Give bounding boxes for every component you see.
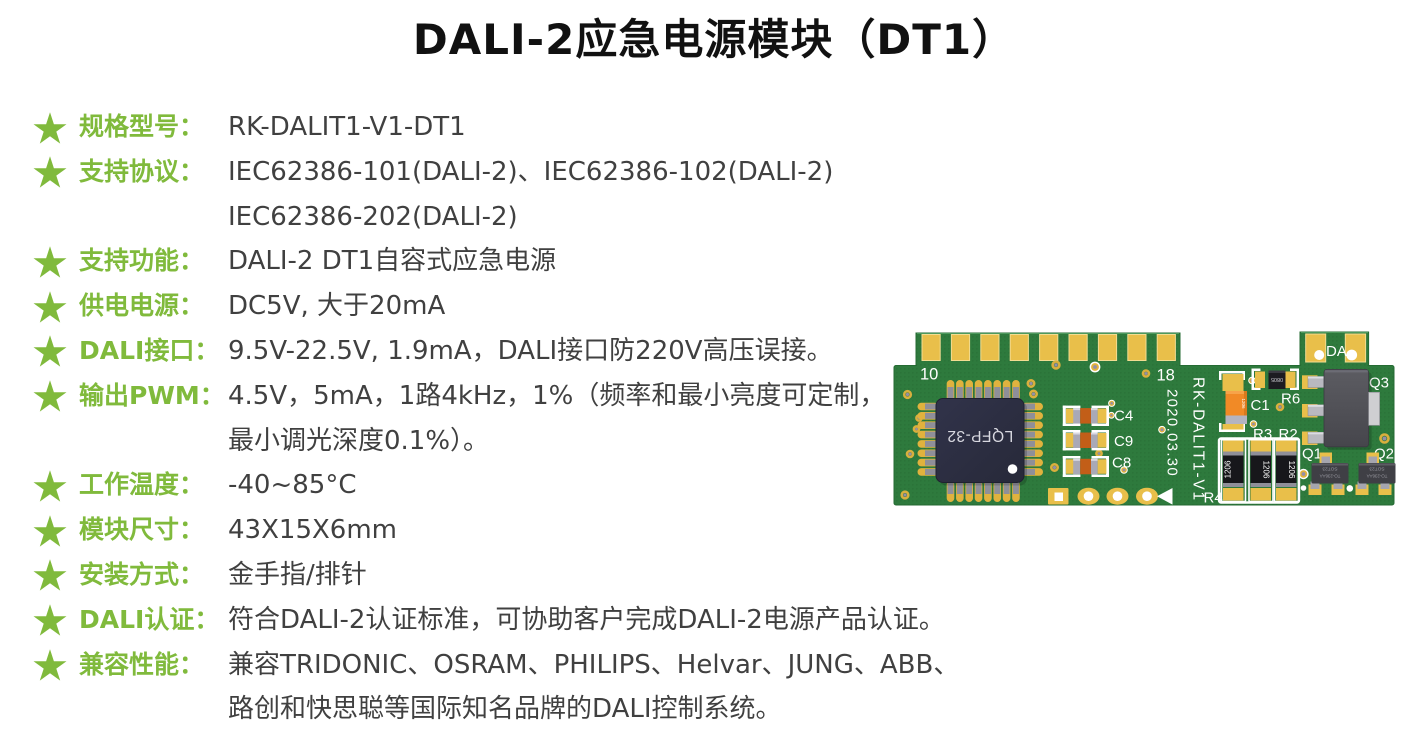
spec-value: 4.5V，5mA，1路4kHz，1%（频率和最小亮度可定制，最小调光深度0.1%… [228,380,886,456]
spec-value: RK-DALIT1-V1-DT1 [228,112,466,142]
pcb-q2: SOT23 TO-236AA [1355,452,1396,495]
spec-row: DALI认证： 符合DALI-2认证标准，可协助客户完成DALI-2电源产品认证… [33,598,945,643]
spec-row: DALI接口： 9.5V-22.5V, 1.9mA，DALI接口防220V高压误… [33,329,933,374]
spec-label: 模块尺寸： [79,515,205,545]
star-icon [33,105,79,150]
spec-value: 43X15X6mm [228,515,397,546]
pcb-cap-c9 [1062,430,1109,451]
pcb-vias [900,360,1390,500]
spec-label: 安装方式： [79,559,205,589]
pcb-vias-white [1089,361,1354,492]
res-code: 1206 [1262,461,1271,479]
q1-code2: TO-236AA [1320,474,1341,479]
res-code: 1206 [1224,460,1233,478]
star-icon [33,553,79,598]
spec-label: 支持协议： [79,156,205,186]
res-code: 1206 [1287,461,1296,479]
spec-label: 输出PWM： [79,380,225,410]
spec-row: 工作温度： -40~85°C [33,463,933,508]
pcb-res-block: 1206 1206 1206 [1217,437,1301,504]
qfp-body [935,398,1025,483]
spec-row: 支持功能： DALI-2 DT1自容式应急电源 [33,239,933,284]
qfp-leads [925,387,1035,494]
c1-code: 1206 [1241,398,1246,409]
silk-dot [1300,485,1307,491]
star-icon [33,374,79,419]
silk-c4: C4 [1114,408,1133,425]
star-icon [33,508,79,553]
pcb-gold-fingers [921,334,1176,361]
r6-code: 0805 [1271,376,1283,382]
spec-label: 供电电源： [79,291,205,321]
silk-c1: C1 [1251,397,1270,414]
pcb-cap-c1: 1206 [1219,371,1247,432]
silk-c9: C9 [1114,433,1133,450]
silk-pin18: 18 [1157,367,1175,385]
star-icon [33,239,79,284]
q2-code2: TO-236AA [1367,474,1388,479]
spec-value: 金手指/排针 [228,559,367,590]
silk-model: RK-DALIT1-V1 [1190,377,1207,502]
star-icon [33,643,79,688]
pcb-qfp-chip: LQFP-32 [917,380,1043,502]
spec-row: 供电电源： DC5V, 大于20mA [33,284,933,329]
spec-label: DALI接口： [79,335,220,365]
silk-dot [1346,485,1354,492]
spec-row: 安装方式： 金手指/排针 [33,553,933,598]
spec-label: DALI认证： [79,604,220,634]
pcb-cap-c4 [1062,405,1109,426]
spec-label: 规格型号： [79,112,205,141]
star-icon [33,150,79,195]
spec-row: 规格型号： RK-DALIT1-V1-DT1 [33,105,933,150]
spec-label: 兼容性能： [79,649,205,679]
qfp-label: LQFP-32 [947,427,1013,444]
pcb-q3 [1302,368,1380,450]
silk-q3: Q3 [1369,375,1389,392]
pcb-silkscreen: 10 18 2020.03.30 RK-DALIT1-V1 C4 C9 C8 C… [920,366,1394,507]
pcb-res-r6: 0805 [1251,368,1299,390]
spec-label: 支持功能： [79,246,205,276]
pcb-da-tab: DA [1305,333,1367,363]
star-icon [33,463,79,508]
spec-row: 模块尺寸： 43X15X6mm [33,508,933,553]
spec-list: 规格型号： RK-DALIT1-V1-DT1 支持协议： IEC62386-10… [33,105,959,733]
silk-q1: Q1 [1302,446,1322,463]
spec-label: 工作温度： [79,470,205,500]
silk-q2: Q2 [1374,446,1394,463]
silk-da: DA [1326,343,1347,360]
star-icon [33,329,79,374]
silk-r6: R6 [1281,391,1300,408]
pcb-mount-holes [1048,487,1173,505]
spec-value: -40~85°C [228,470,357,501]
q2-code: SOT23 [1369,466,1385,472]
silk-date: 2020.03.30 [1164,389,1181,477]
star-icon [33,284,79,329]
pcb-cap-c8 [1062,456,1109,477]
page-title: DALI-2应急电源模块（DT1） [412,15,1016,64]
silk-pin10: 10 [920,366,938,384]
spec-value: 9.5V-22.5V, 1.9mA，DALI接口防220V高压误接。 [228,335,833,366]
pcb-triangle-mark [1157,488,1173,505]
spec-row: 支持协议： IEC62386-101(DALI-2)、IEC62386-102(… [33,150,933,240]
spec-value: 符合DALI-2认证标准，可协助客户完成DALI-2电源产品认证。 [228,604,945,635]
spec-row: 输出PWM： 4.5V，5mA，1路4kHz，1%（频率和最小亮度可定制，最小调… [33,374,933,464]
q1-code: SOT23 [1322,466,1338,472]
spec-value: DC5V, 大于20mA [228,291,446,322]
pcb-q1: SOT23 TO-236AA [1308,452,1349,495]
spec-value: DALI-2 DT1自容式应急电源 [228,246,557,277]
spec-row: 兼容性能： 兼容TRIDONIC、OSRAM、PHILIPS、Helvar、JU… [33,643,959,733]
silk-c8: C8 [1112,455,1131,472]
qfp-pin1-dot [1007,464,1018,474]
spec-value: IEC62386-101(DALI-2)、IEC62386-102(DALI-2… [228,156,834,232]
star-icon [33,598,79,643]
spec-value: 兼容TRIDONIC、OSRAM、PHILIPS、Helvar、JUNG、ABB… [228,649,960,725]
